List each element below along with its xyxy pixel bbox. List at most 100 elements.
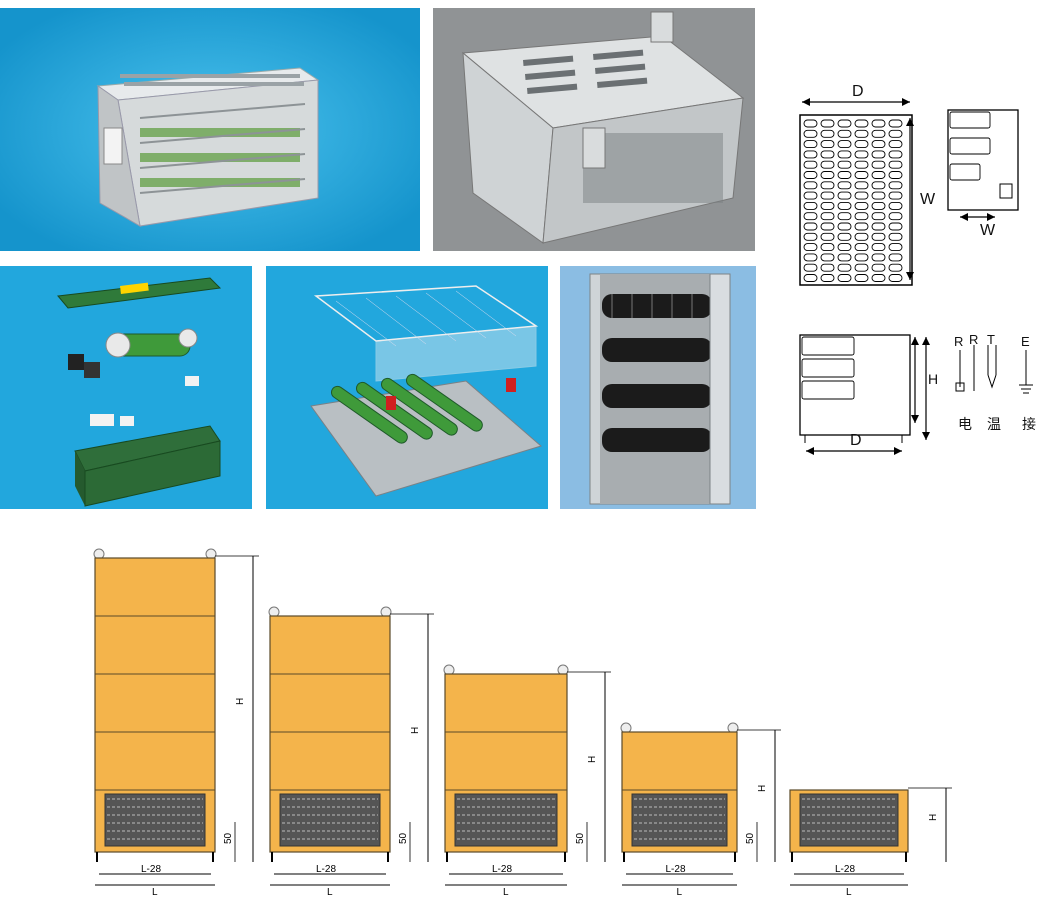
vent-slot	[888, 253, 903, 262]
gap-label: 50	[398, 832, 409, 844]
vent-slot	[888, 243, 903, 252]
vent-slot	[837, 222, 852, 231]
mesh-grille	[279, 793, 381, 847]
vent-slot	[888, 274, 903, 282]
vent-slot	[888, 201, 903, 210]
terminal-letter-t: T	[987, 332, 995, 347]
vent-slot	[871, 129, 886, 138]
photo-vented-box	[0, 8, 420, 251]
vent-slot	[888, 222, 903, 231]
vent-slot	[888, 212, 903, 221]
vent-slot	[854, 243, 869, 252]
vent-slot	[888, 129, 903, 138]
photo-wound-resistor-rack	[560, 266, 756, 509]
vent-slot	[820, 243, 835, 252]
h-label: H	[757, 785, 768, 792]
vent-slot	[888, 160, 903, 169]
vent-slot	[854, 160, 869, 169]
vent-slot	[803, 119, 818, 128]
h-label: H	[587, 756, 598, 763]
vent-slot	[803, 263, 818, 272]
vent-slot	[803, 212, 818, 221]
dimension-drawing-top-svg	[799, 98, 1019, 286]
inner-width-label: L-28	[666, 864, 686, 875]
vent-slot	[837, 119, 852, 128]
vent-slot	[837, 212, 852, 221]
vent-slot	[803, 232, 818, 241]
vent-slot	[820, 171, 835, 179]
dim-d-label: D	[852, 83, 864, 100]
vent-slot	[803, 140, 818, 149]
dimension-drawing-top: D W W	[790, 80, 1040, 300]
photo-metal-enclosure	[433, 8, 755, 251]
vent-slot	[871, 243, 886, 252]
vent-slot	[888, 140, 903, 149]
outer-width-label: L	[677, 887, 683, 898]
vent-slot	[837, 201, 852, 210]
vent-slot	[803, 222, 818, 231]
vent-slot	[871, 150, 886, 159]
vent-slot	[820, 201, 835, 210]
dimension-drawing-bottom-svg	[799, 334, 1033, 455]
inner-width-label: L-28	[141, 864, 161, 875]
h-label: H	[410, 727, 421, 734]
outer-width-label: L	[327, 887, 333, 898]
vent-slot	[803, 243, 818, 252]
vent-slot	[871, 201, 886, 210]
h-label: H	[235, 698, 246, 705]
photo-mesh-assembly	[266, 266, 548, 509]
vent-slot	[837, 232, 852, 241]
vent-slot	[837, 181, 852, 190]
vent-slot	[837, 253, 852, 262]
vent-slot	[854, 171, 869, 179]
terminal-caption-temp: 温	[987, 416, 1001, 432]
vent-slot	[854, 181, 869, 190]
vent-slot	[871, 119, 886, 128]
vent-slot	[854, 201, 869, 210]
wound-resistor-rack-illustration	[560, 266, 756, 509]
vent-slot	[837, 150, 852, 159]
mesh-grille	[454, 793, 558, 847]
vent-slot	[854, 129, 869, 138]
outer-width-label: L	[152, 887, 158, 898]
vent-slot	[888, 263, 903, 272]
vent-slot	[854, 274, 869, 282]
vent-slot	[871, 253, 886, 262]
vent-slot	[854, 253, 869, 262]
vent-slot	[871, 222, 886, 231]
terminal-letter-e: E	[1021, 334, 1030, 349]
vent-slot	[820, 140, 835, 149]
vent-slot	[854, 263, 869, 272]
vent-slot	[888, 181, 903, 190]
vent-slot	[837, 243, 852, 252]
outer-width-label: L	[846, 887, 852, 898]
vent-slot	[888, 171, 903, 179]
h-label: H	[928, 814, 939, 821]
vent-slot	[837, 171, 852, 179]
vent-slot	[837, 129, 852, 138]
dim-w2-label: W	[980, 222, 996, 239]
vent-slot	[803, 201, 818, 210]
vent-slot	[837, 160, 852, 169]
vent-slot	[820, 191, 835, 200]
vent-slot	[854, 191, 869, 200]
dim-d-bottom-label: D	[850, 432, 862, 449]
vent-slot	[820, 181, 835, 190]
vent-slot	[854, 232, 869, 241]
terminal-caption-ground: 接	[1022, 416, 1036, 432]
terminal-letter-r1: R	[954, 334, 964, 349]
vent-slot	[820, 253, 835, 262]
vent-slot	[871, 160, 886, 169]
photo-exploded-resistor	[0, 266, 252, 509]
vent-slot	[803, 253, 818, 262]
vent-slot	[888, 191, 903, 200]
gap-label: 50	[575, 832, 586, 844]
vent-slot	[820, 119, 835, 128]
vent-slot	[871, 274, 886, 282]
inner-width-label: L-28	[492, 864, 512, 875]
vent-slot	[820, 222, 835, 231]
vent-slot	[820, 263, 835, 272]
outer-width-label: L	[503, 887, 509, 898]
vent-slot	[871, 171, 886, 179]
vent-slot	[854, 212, 869, 221]
